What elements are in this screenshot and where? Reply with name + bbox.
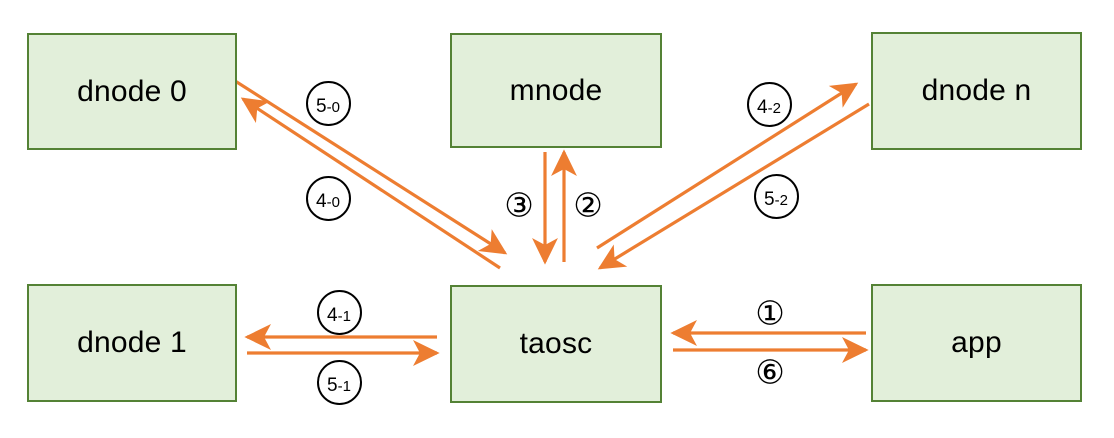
node-dnode-n[interactable]: dnode n — [871, 32, 1082, 150]
node-label: app — [951, 326, 1002, 359]
edge-label-main: 4 — [316, 190, 327, 212]
edge-label-main: 4 — [327, 304, 338, 326]
edge-label-4-0: 4-0 — [305, 175, 351, 221]
edge-label-sub: -1 — [337, 377, 351, 395]
node-label: dnode n — [921, 74, 1032, 107]
node-taosc[interactable]: taosc — [450, 285, 662, 403]
node-label: dnode 0 — [77, 74, 187, 108]
edge-label-5-0: 5-0 — [305, 80, 351, 126]
edge-label-2: ② — [573, 185, 603, 225]
node-label: dnode 1 — [77, 326, 187, 359]
node-label: taosc — [519, 327, 593, 360]
node-app[interactable]: app — [871, 284, 1082, 402]
edge-label-main: 5 — [327, 374, 338, 396]
edge-label-main: 4 — [757, 96, 768, 118]
edge-label-5-2: 5-2 — [753, 173, 799, 219]
edge-label-1: ① — [755, 293, 785, 333]
node-mnode[interactable]: mnode — [450, 33, 662, 148]
edge-label-sub: -0 — [326, 193, 340, 211]
edge-label-4-2: 4-2 — [746, 81, 792, 127]
edge-label-5-1: 5-1 — [316, 359, 362, 405]
edge-label-sub: -2 — [774, 191, 788, 209]
edge-label-4-1: 4-1 — [316, 289, 362, 335]
node-dnode-1[interactable]: dnode 1 — [27, 284, 237, 402]
edge-label-sub: -0 — [326, 98, 340, 116]
node-dnode-0[interactable]: dnode 0 — [27, 33, 237, 150]
edge-label-sub: -1 — [337, 307, 351, 325]
edge-label-main: 5 — [764, 188, 775, 210]
node-label: mnode — [509, 73, 603, 107]
edge-label-main: 5 — [316, 95, 327, 117]
edge-label-3: ③ — [504, 185, 534, 225]
edge-label-sub: -2 — [767, 99, 781, 117]
edge-label-6: ⑥ — [755, 352, 785, 392]
